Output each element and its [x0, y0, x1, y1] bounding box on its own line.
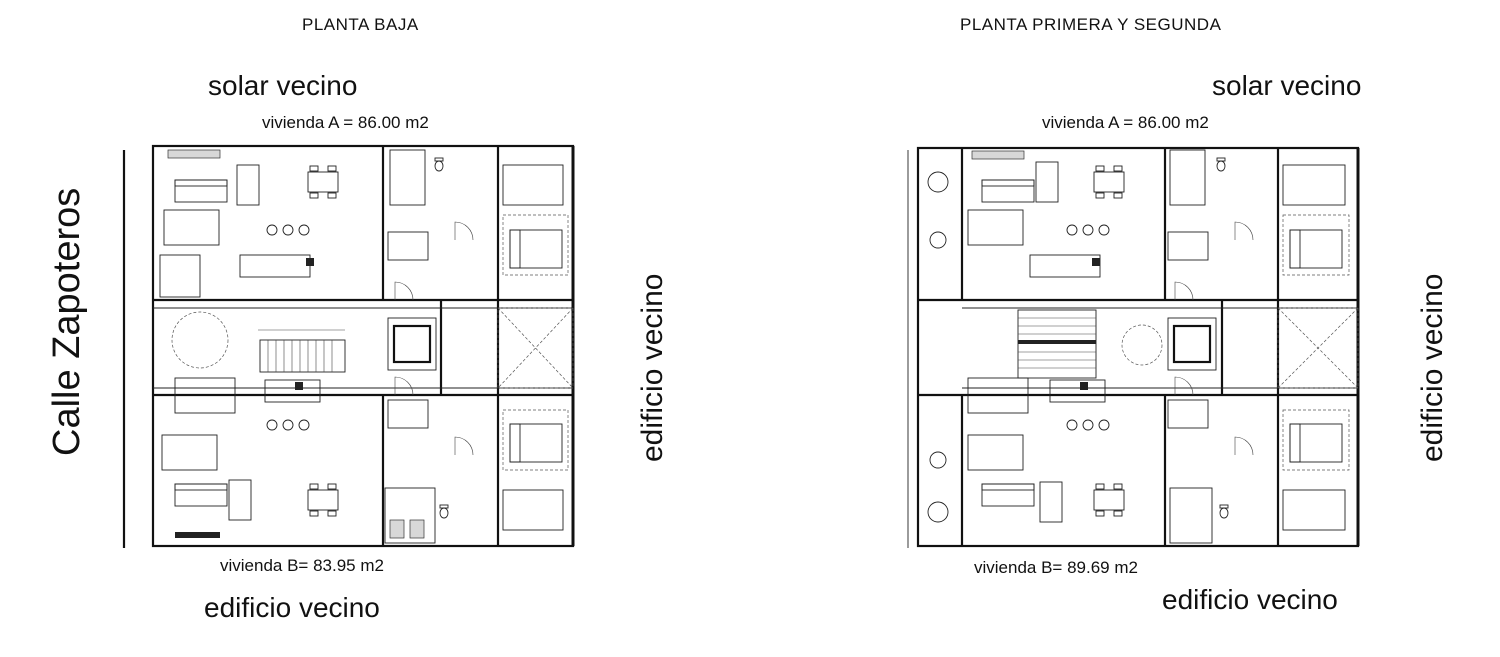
right-plan-title: PLANTA PRIMERA Y SEGUNDA [960, 15, 1222, 34]
left-plan-title: PLANTA BAJA [302, 15, 419, 34]
right-floor-plan [907, 146, 1360, 548]
right-bottom-neighbor-label: edificio vecino [1162, 584, 1338, 615]
right-top-neighbor-label: solar vecino [1212, 70, 1362, 101]
left-unit-a-area: vivienda A = 86.00 m2 [262, 113, 429, 132]
right-unit-b-area: vivienda B= 89.69 m2 [974, 558, 1138, 577]
left-floor-plan [122, 144, 575, 548]
left-bottom-neighbor-label: edificio vecino [204, 592, 380, 623]
left-unit-b-area: vivienda B= 83.95 m2 [220, 556, 384, 575]
right-unit-a-area: vivienda A = 86.00 m2 [1042, 113, 1209, 132]
left-top-neighbor-label: solar vecino [208, 70, 358, 101]
